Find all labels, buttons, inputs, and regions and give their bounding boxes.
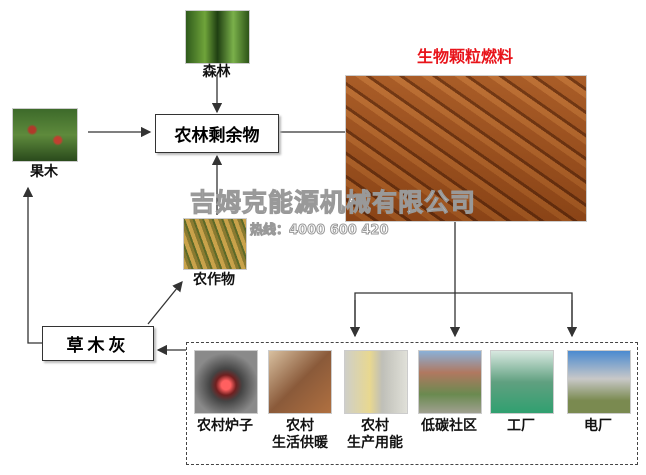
residue-box: 农林剩余物 xyxy=(155,114,279,153)
pellet-title: 生物颗粒燃料 xyxy=(416,47,513,66)
use-label-stove: 农村炉子 xyxy=(186,418,264,435)
use-image-stove xyxy=(194,350,258,414)
use-label-line1: 农村 xyxy=(286,418,314,434)
use-image-heating xyxy=(268,350,332,414)
use-label-line1: 农村炉子 xyxy=(197,418,253,434)
use-label-community: 低碳社区 xyxy=(412,418,486,435)
use-image-community xyxy=(418,350,482,414)
use-label-line1: 低碳社区 xyxy=(421,418,477,434)
use-label-line2: 生产用能 xyxy=(347,435,403,451)
use-label-factory: 工厂 xyxy=(490,418,552,435)
use-label-production: 农村生产用能 xyxy=(337,418,413,452)
fruit-label: 果木 xyxy=(30,164,58,180)
forest-label: 森林 xyxy=(202,64,231,80)
arrow-ash-to-crop xyxy=(147,280,183,325)
use-image-power-plant xyxy=(567,350,631,414)
use-label-heating: 农村生活供暖 xyxy=(262,418,338,452)
distribution-line xyxy=(354,292,573,336)
fruit-tree-image xyxy=(12,108,78,162)
uses-group xyxy=(186,342,638,465)
crop-label: 农作物 xyxy=(193,272,235,288)
ash-box: 草木灰 xyxy=(42,326,154,361)
pellet-image xyxy=(345,75,587,222)
use-label-line1: 农村 xyxy=(361,418,389,434)
use-label-line2: 生活供暖 xyxy=(272,435,328,451)
arrow-ash-to-fruit xyxy=(22,186,42,344)
forest-image xyxy=(185,10,250,64)
use-label-line1: 电厂 xyxy=(584,418,612,434)
watermark-hotline: 热线：4000 600 420 xyxy=(250,223,390,239)
watermark-company: 吉姆克能源机械有限公司 xyxy=(189,188,477,218)
use-label-line1: 工厂 xyxy=(507,418,535,434)
use-image-factory xyxy=(490,350,554,414)
use-label-power-plant: 电厂 xyxy=(567,418,629,435)
use-image-production xyxy=(344,350,408,414)
crop-image xyxy=(183,218,247,270)
